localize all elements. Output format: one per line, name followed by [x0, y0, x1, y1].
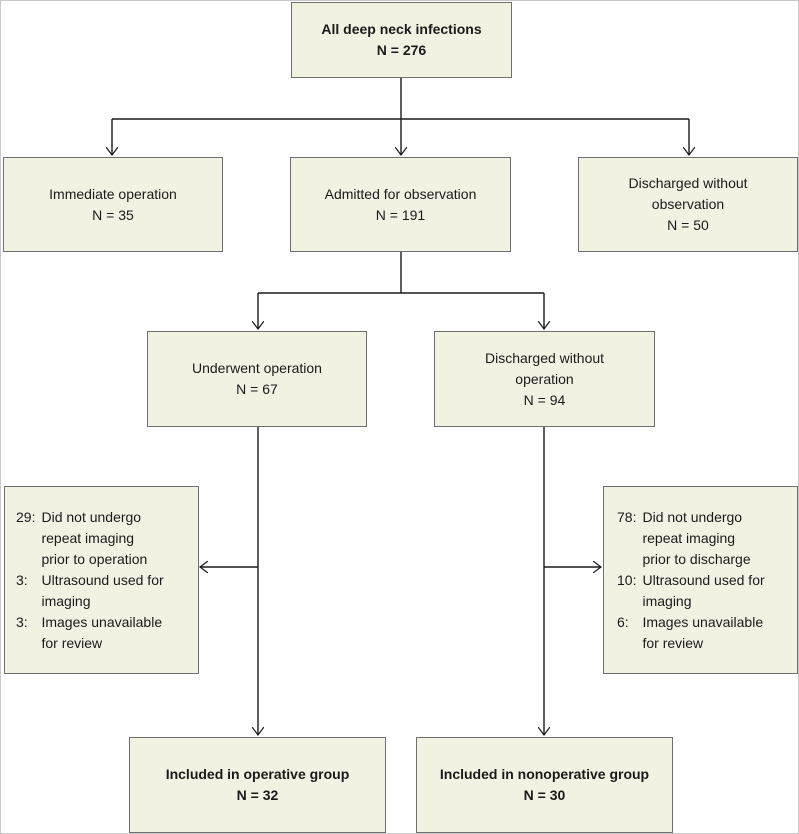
- node-count: N = 35: [92, 206, 134, 223]
- node-immediate-operation: Immediate operation N = 35: [3, 157, 223, 252]
- node-discharged-without-operation: Discharged without operation N = 94: [434, 331, 655, 427]
- exclusion-reason-line: Did not undergo: [41, 509, 142, 525]
- node-count: N = 30: [523, 787, 566, 803]
- exclusion-item: 29: Did not undergo repeat imaging prior t…: [16, 507, 164, 570]
- node-included-operative-group: Included in operative group N = 32: [129, 737, 386, 833]
- node-admitted-for-observation: Admitted for observation N = 191: [290, 157, 511, 252]
- exclusion-count: 3:: [16, 572, 28, 588]
- node-title: All deep neck infections: [321, 21, 482, 37]
- exclusion-item: 78: Did not undergo repeat imaging prior t…: [617, 507, 765, 570]
- exclusion-box-nonoperative: 78: Did not undergo repeat imaging prior t…: [603, 486, 798, 674]
- exclusion-reason-line: repeat imaging: [41, 530, 135, 546]
- exclusion-reason-line: for review: [41, 635, 103, 651]
- exclusion-reason-line: for review: [642, 635, 704, 651]
- node-all-deep-neck-infections: All deep neck infections N = 276: [291, 2, 512, 78]
- node-discharged-without-observation: Discharged without observation N = 50: [578, 157, 798, 252]
- node-count: N = 94: [523, 391, 566, 408]
- exclusion-box-operative: 29: Did not undergo repeat imaging prior t…: [4, 486, 199, 674]
- node-included-nonoperative-group: Included in nonoperative group N = 30: [416, 737, 673, 833]
- node-count: N = 276: [376, 42, 427, 58]
- exclusion-count: 6:: [617, 614, 629, 630]
- node-count: N = 32: [236, 787, 279, 803]
- exclusion-reason-line: Ultrasound used for: [41, 572, 164, 588]
- node-title: Included in operative group: [165, 766, 350, 782]
- exclusion-reason-line: Images unavailable: [41, 614, 163, 630]
- exclusion-count: 29:: [16, 509, 36, 525]
- exclusion-count: 10:: [617, 572, 637, 588]
- exclusion-reason-line: repeat imaging: [642, 530, 736, 546]
- exclusion-reason-line: prior to operation: [41, 551, 148, 567]
- exclusion-reason-line: Images unavailable: [642, 614, 764, 630]
- node-count: N = 67: [236, 381, 278, 397]
- exclusion-item: 10: Ultrasound used for imaging: [617, 570, 765, 612]
- exclusion-count: 78:: [617, 509, 637, 525]
- node-title: Immediate operation: [49, 185, 177, 202]
- node-title-line2: observation: [651, 196, 725, 212]
- exclusion-reason-line: Ultrasound used for: [642, 572, 765, 588]
- exclusion-count: 3:: [16, 614, 28, 630]
- node-count: N = 50: [667, 217, 709, 233]
- exclusion-item: 3: Ultrasound used for imaging: [16, 570, 164, 612]
- node-title: Underwent operation: [192, 360, 322, 376]
- exclusion-reason-line: imaging: [642, 593, 692, 609]
- exclusion-item: 6: Images unavailable for review: [617, 612, 765, 654]
- node-title-line1: Discharged without: [484, 349, 605, 366]
- node-title: Included in nonoperative group: [439, 766, 650, 782]
- exclusion-reason-line: Did not undergo: [642, 509, 743, 525]
- exclusion-reason-line: prior to discharge: [642, 551, 751, 567]
- exclusion-item: 3: Images unavailable for review: [16, 612, 164, 654]
- node-title: Admitted for observation: [324, 185, 477, 202]
- exclusion-reason-line: imaging: [41, 593, 91, 609]
- node-count: N = 191: [375, 206, 426, 223]
- node-underwent-operation: Underwent operation N = 67: [147, 331, 367, 427]
- node-title-line1: Discharged without: [628, 175, 748, 191]
- node-title-line2: operation: [515, 370, 574, 387]
